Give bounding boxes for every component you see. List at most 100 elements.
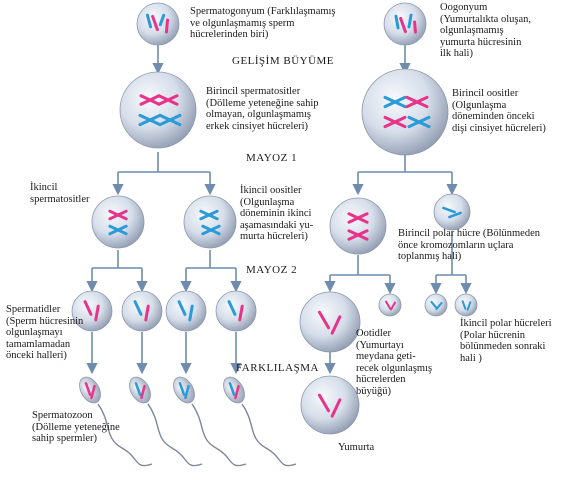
chromosome xyxy=(399,16,407,34)
spermatids-label: Spermatidler (Sperm hücresinin olgunlaşm… xyxy=(6,304,84,361)
cell-membrane xyxy=(121,290,163,332)
chromosome xyxy=(158,113,182,127)
chromosome xyxy=(227,300,237,316)
chromosome xyxy=(394,14,400,30)
secondary-spermatocytes-label: İkincil spermatositler xyxy=(30,182,90,205)
cell-membrane xyxy=(91,195,145,249)
cell-membrane xyxy=(454,293,478,317)
sperm-tail xyxy=(241,403,297,467)
spermatid-cell-1 xyxy=(71,290,113,332)
cell-membrane xyxy=(300,375,360,435)
chromosome xyxy=(405,95,429,109)
chromosome xyxy=(157,94,179,106)
chromosome xyxy=(318,310,330,330)
connector-lines xyxy=(86,45,472,375)
chromosome xyxy=(83,300,93,316)
primary-oocyte-cell xyxy=(361,68,449,156)
sperm-head xyxy=(173,376,195,404)
polar-body-cell-1 xyxy=(378,293,402,317)
cell-membrane xyxy=(329,197,387,255)
chromosome xyxy=(84,382,92,396)
primary-spermatocyte-label: Birincil spermatositler (Dölleme yeteneğ… xyxy=(206,86,319,132)
chromosome xyxy=(347,212,369,224)
ootid-cell xyxy=(299,291,361,353)
sperm-tail xyxy=(97,403,153,467)
chromosome xyxy=(90,384,96,400)
spermatid-cell-4 xyxy=(215,290,257,332)
spermatogonium-label: Spermatogonyum (Farklılaşmamış ve olgunl… xyxy=(190,6,336,40)
chromosome xyxy=(201,224,221,236)
chromosome xyxy=(133,300,143,316)
chromosome xyxy=(435,301,443,311)
stage-growth-label: GELİŞİM BÜYÜME xyxy=(232,55,335,67)
secondary-oocytes-label: İkincil oositler (Olgunlaşma döneminin i… xyxy=(240,185,314,242)
chromosome xyxy=(407,115,431,129)
chromosome xyxy=(145,13,153,29)
secondary-spermatocyte-cell-1 xyxy=(91,195,145,249)
sperm-head xyxy=(79,376,101,404)
chromosome xyxy=(158,13,166,27)
ovum-cell xyxy=(300,375,360,435)
spermatozoa-label: Spermatozoon (Dölleme yeteneğine sahip s… xyxy=(32,410,120,444)
chromosome xyxy=(108,224,128,236)
chromosome xyxy=(347,229,369,241)
cell-membrane xyxy=(299,291,361,353)
cells-layer xyxy=(71,2,478,467)
chromosome xyxy=(383,115,407,129)
chromosome xyxy=(385,300,391,310)
chromosome xyxy=(151,14,159,32)
cell-membrane xyxy=(378,293,402,317)
cell-membrane xyxy=(165,290,207,332)
chromosome xyxy=(448,211,462,219)
chromosome xyxy=(234,384,240,400)
chromosome xyxy=(238,304,244,322)
primary-spermatocyte-cell xyxy=(119,71,197,149)
chromosome xyxy=(164,18,170,34)
chromosome xyxy=(144,304,150,322)
cell-membrane xyxy=(361,68,449,156)
chromosome xyxy=(318,393,330,413)
oogonium-label: Oogonyum (Yumurtalıkta oluşan, olgunlaşm… xyxy=(440,2,531,59)
second-polar-body-cell-2 xyxy=(454,293,478,317)
first-polar-body-label: Birincil polar hücre (Bölünmeden önce kr… xyxy=(398,228,541,262)
spermatogonium-cell xyxy=(136,2,180,46)
chromosome xyxy=(94,304,100,322)
chromosome xyxy=(108,209,128,221)
oogonium-cell xyxy=(383,2,427,46)
stage-differentiation-label: FARKLILAŞMA xyxy=(236,362,319,374)
sperm-tail xyxy=(147,403,203,467)
spermatozoon-1 xyxy=(79,376,153,467)
cell-membrane xyxy=(136,2,180,46)
cell-membrane xyxy=(215,290,257,332)
cell-membrane xyxy=(383,2,427,46)
chromosome xyxy=(461,300,467,310)
chromosome xyxy=(430,300,438,310)
cell-membrane xyxy=(71,290,113,332)
chromosome xyxy=(442,206,456,214)
ovum-label: Yumurta xyxy=(338,442,375,453)
first-polar-body-cell xyxy=(433,193,471,231)
stage-meiosis2-label: MAYOZ 2 xyxy=(246,264,298,276)
sperm-tail xyxy=(191,403,247,467)
chromosome xyxy=(407,13,413,29)
chromosome xyxy=(139,94,161,106)
chromosome xyxy=(199,209,219,221)
sperm-head xyxy=(223,376,245,404)
spermatozoon-2 xyxy=(129,376,203,467)
second-polar-bodies-label: İkincil polar hücreleri (Polar hücrenin … xyxy=(460,318,552,364)
cell-membrane xyxy=(183,195,237,249)
chromosome xyxy=(466,301,472,311)
chromosome xyxy=(330,398,342,418)
chromosome xyxy=(177,300,187,316)
cell-membrane xyxy=(119,71,197,149)
chromosome xyxy=(134,382,142,396)
spermatozoon-4 xyxy=(223,376,297,467)
spermatid-cell-3 xyxy=(165,290,207,332)
cell-membrane xyxy=(424,293,448,317)
chromosome xyxy=(413,20,417,34)
secondary-oocyte-cell xyxy=(329,197,387,255)
chromosome xyxy=(383,95,407,109)
chromosome xyxy=(138,113,162,127)
